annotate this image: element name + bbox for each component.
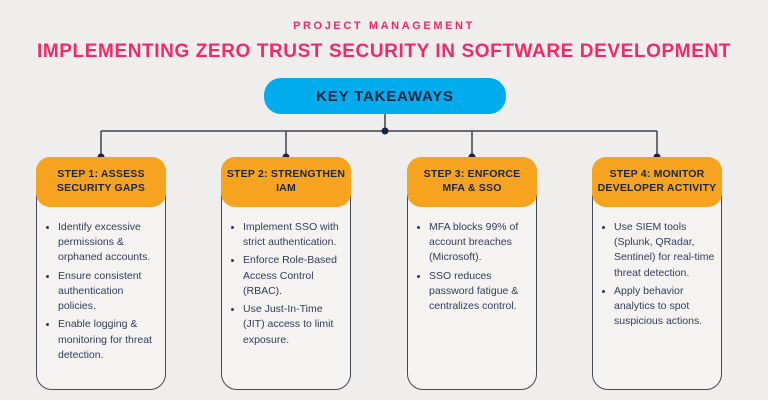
bullet-item: Apply behavior analytics to spot suspici… — [614, 284, 715, 330]
bullet-item: SSO reduces password fatigue & centraliz… — [429, 269, 530, 315]
bullet-item: Identify excessive permissions & orphane… — [58, 220, 159, 266]
junction-dot — [381, 127, 389, 135]
step-card-1-title: STEP 1: ASSESS SECURITY GAPS — [56, 168, 146, 194]
step-card-3: STEP 3: ENFORCE MFA & SSO MFA blocks 99%… — [407, 157, 537, 390]
eyebrow-label: PROJECT MANAGEMENT — [293, 20, 475, 32]
step-card-3-header: STEP 3: ENFORCE MFA & SSO — [407, 157, 537, 207]
bullet-item: MFA blocks 99% of account breaches (Micr… — [429, 220, 530, 266]
step-card-4-title: STEP 4: MONITOR DEVELOPER ACTIVITY — [597, 168, 717, 194]
step-card-2-title: STEP 2: STRENGTHEN IAM — [226, 168, 346, 194]
step-card-4-header: STEP 4: MONITOR DEVELOPER ACTIVITY — [592, 157, 722, 207]
step-card-2: STEP 2: STRENGTHEN IAM Implement SSO wit… — [221, 157, 351, 390]
step-card-2-bullets: Implement SSO with strict authentication… — [222, 207, 350, 348]
step-card-2-header: STEP 2: STRENGTHEN IAM — [221, 157, 351, 207]
step-card-4-bullets: Use SIEM tools (Splunk, QRadar, Sentinel… — [593, 207, 721, 330]
bullet-item: Enable logging & monitoring for threat d… — [58, 317, 159, 363]
step-card-1: STEP 1: ASSESS SECURITY GAPS Identify ex… — [36, 157, 166, 390]
bullet-item: Use SIEM tools (Splunk, QRadar, Sentinel… — [614, 220, 715, 281]
page-title: IMPLEMENTING ZERO TRUST SECURITY IN SOFT… — [36, 41, 732, 62]
bullet-item: Implement SSO with strict authentication… — [243, 220, 344, 250]
step-card-4: STEP 4: MONITOR DEVELOPER ACTIVITY Use S… — [592, 157, 722, 390]
step-card-3-bullets: MFA blocks 99% of account breaches (Micr… — [408, 207, 536, 314]
step-card-3-title: STEP 3: ENFORCE MFA & SSO — [423, 168, 521, 194]
step-card-1-bullets: Identify excessive permissions & orphane… — [37, 207, 165, 363]
step-card-1-header: STEP 1: ASSESS SECURITY GAPS — [36, 157, 166, 207]
banner-label: KEY TAKEAWAYS — [316, 87, 454, 105]
bullet-item: Enforce Role-Based Access Control (RBAC)… — [243, 253, 344, 299]
bullet-item: Ensure consistent authentication policie… — [58, 269, 159, 315]
bullet-item: Use Just-In-Time (JIT) access to limit e… — [243, 302, 344, 348]
key-takeaways-banner: KEY TAKEAWAYS — [264, 78, 506, 114]
